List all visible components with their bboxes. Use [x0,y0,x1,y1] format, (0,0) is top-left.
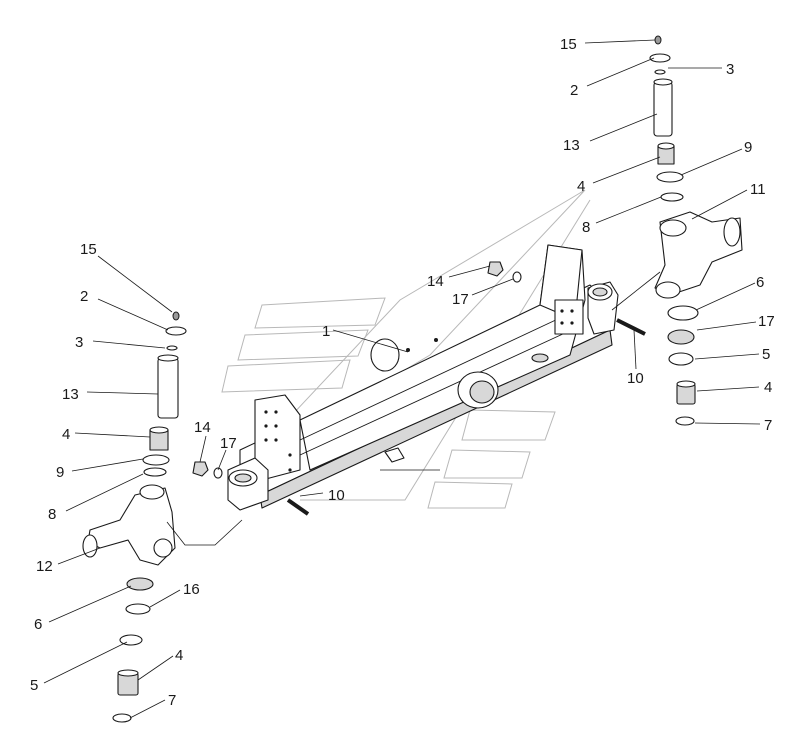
callout-label-c17l: 17 [220,435,237,452]
callout-label-c2l: 2 [80,288,88,305]
callout-label-c4l_bot: 4 [175,647,183,664]
callout-label-c5r: 5 [762,346,770,363]
callout-label-c10l: 10 [328,487,345,504]
callout-label-c17c: 17 [452,291,469,308]
callout-label-c8l: 8 [48,506,56,523]
callout-label-c4r_top: 4 [577,178,585,195]
callout-label-c11r: 11 [750,181,766,198]
callout-label-c3l: 3 [75,334,83,351]
callout-label-c4r_bot: 4 [764,379,772,396]
callout-label-c2r: 2 [570,82,578,99]
callout-label-c7r: 7 [764,417,772,434]
callout-label-c16l: 16 [183,581,200,598]
callout-leaders [43,39,761,719]
callout-label-c9r: 9 [744,139,752,156]
assembly-guides [166,271,661,546]
callout-label-c3r: 3 [726,61,734,78]
callout-label-c14c: 14 [427,273,444,290]
callout-label-c12l: 12 [36,558,53,575]
callout-label-c13r: 13 [563,137,580,154]
callout-label-c5l: 5 [30,677,38,694]
callout-label-c13l: 13 [62,386,79,403]
callout-label-c6l: 6 [34,616,42,633]
callout-label-c6r: 6 [756,274,764,291]
axle-beam [227,244,619,511]
callout-label-c17r: 17 [758,313,775,330]
callout-label-c15r: 15 [560,36,577,53]
callout-label-c7l: 7 [168,692,176,709]
right-kingpin-assembly [649,35,743,426]
callout-label-c9l: 9 [56,464,64,481]
callout-label-c8r: 8 [582,219,590,236]
callout-label-c14l: 14 [194,419,211,436]
callout-label-c10r: 10 [627,370,644,387]
callout-label-c15l: 15 [80,241,97,258]
callout-label-c1: 1 [322,323,330,340]
fasteners [192,261,646,516]
left-kingpin-assembly [82,311,187,723]
callout-label-c4l_top: 4 [62,426,70,443]
